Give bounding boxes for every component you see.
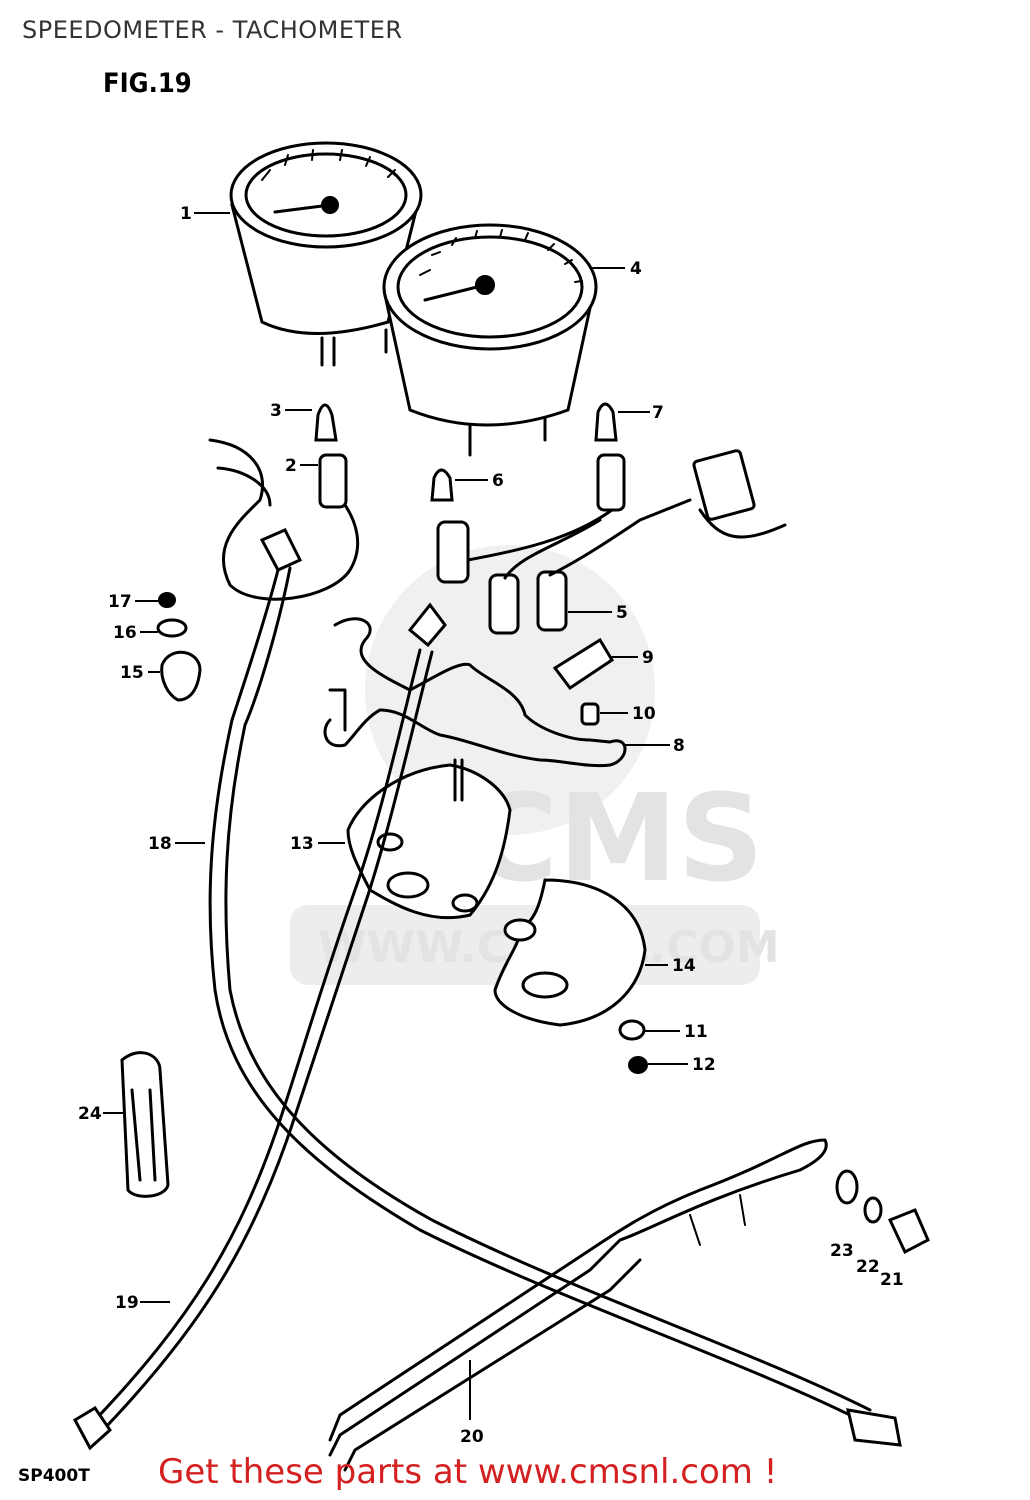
- callout-5: 5: [616, 603, 628, 623]
- callout-17: 17: [108, 592, 132, 612]
- callout-9: 9: [642, 648, 654, 668]
- callout-11: 11: [684, 1022, 708, 1042]
- callout-22: 22: [856, 1257, 880, 1277]
- callout-19: 19: [115, 1293, 139, 1313]
- bulb-6[interactable]: [430, 468, 454, 502]
- callout-14: 14: [672, 956, 696, 976]
- grommet-10[interactable]: [580, 702, 600, 726]
- callout-16: 16: [113, 623, 137, 643]
- callout-labels: 1 2 3 4 5 6 7 8 9 10 11 12 13 14 15 16 1…: [78, 204, 904, 1447]
- callout-1: 1: [180, 204, 192, 224]
- washer-16[interactable]: [156, 618, 188, 638]
- callout-18: 18: [148, 834, 172, 854]
- callout-21: 21: [880, 1270, 904, 1290]
- nut-17[interactable]: [158, 592, 176, 608]
- socket-5[interactable]: [436, 449, 787, 635]
- bulb-7[interactable]: [594, 402, 618, 442]
- nut-12[interactable]: [628, 1056, 648, 1074]
- leader-lines: [103, 212, 688, 1420]
- callout-23: 23: [830, 1241, 854, 1261]
- callout-4: 4: [630, 259, 642, 279]
- washer-11[interactable]: [618, 1019, 646, 1041]
- model-code: SP400T: [18, 1466, 90, 1486]
- callout-24: 24: [78, 1104, 102, 1124]
- washer-22[interactable]: [863, 1196, 883, 1224]
- callout-7: 7: [652, 403, 664, 423]
- cushion-15[interactable]: [160, 650, 202, 702]
- bracket-20[interactable]: [328, 1138, 828, 1472]
- callout-6: 6: [492, 471, 504, 491]
- strap-24[interactable]: [120, 1051, 170, 1198]
- page-title: SPEEDOMETER - TACHOMETER: [22, 16, 403, 44]
- tachometer-gauge[interactable]: [382, 223, 598, 457]
- speedometer-gauge[interactable]: [229, 141, 423, 367]
- watermark-logo: CMS: [470, 770, 764, 909]
- cover-14[interactable]: [493, 878, 647, 1027]
- callout-8: 8: [673, 736, 685, 756]
- bolt-21[interactable]: [887, 1208, 930, 1255]
- callout-10: 10: [632, 704, 656, 724]
- callout-20: 20: [460, 1427, 484, 1447]
- callout-12: 12: [692, 1055, 716, 1075]
- figure-label: FIG.19: [103, 68, 192, 99]
- promo-link[interactable]: Get these parts at www.cmsnl.com !: [158, 1452, 778, 1492]
- socket-2[interactable]: [208, 438, 360, 601]
- callout-2: 2: [285, 456, 297, 476]
- callout-15: 15: [120, 663, 144, 683]
- callout-13: 13: [290, 834, 314, 854]
- washer-23[interactable]: [835, 1169, 859, 1205]
- callout-3: 3: [270, 401, 282, 421]
- cable-18[interactable]: [208, 528, 902, 1447]
- bracket-8[interactable]: [323, 617, 627, 768]
- bulb-3[interactable]: [314, 403, 338, 442]
- cable-19[interactable]: [73, 602, 447, 1451]
- rubber-9[interactable]: [552, 637, 615, 691]
